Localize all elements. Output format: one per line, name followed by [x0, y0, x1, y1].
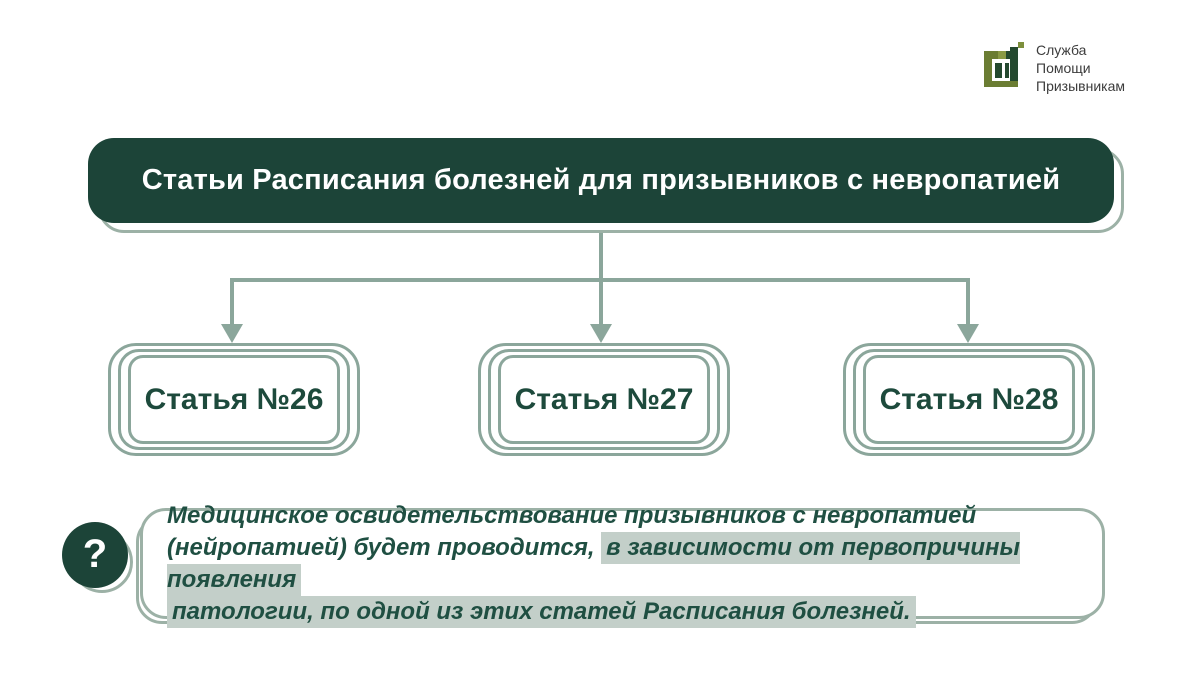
question-glyph: ?: [82, 531, 108, 576]
article-card-27: Статья №27: [478, 343, 730, 456]
connector-drop-left: [230, 278, 234, 324]
article-label: Статья №26: [144, 382, 324, 416]
article-card-border: Статья №27: [488, 349, 720, 450]
article-card-border: Статья №26: [118, 349, 350, 450]
arrow-down-icon: [590, 324, 612, 343]
connector-drop-middle: [599, 278, 603, 324]
article-label: Статья №27: [514, 382, 694, 416]
note-segment: Медицинское освидетельствование призывни…: [167, 501, 977, 529]
logo-text: Служба Помощи Призывникам: [1036, 42, 1125, 96]
logo-text-line: Служба: [1036, 42, 1087, 58]
note-segment: (нейропатией) будет проводится,: [167, 533, 602, 561]
arrow-down-icon: [221, 324, 243, 343]
header-banner: Статьи Расписания болезней для призывник…: [88, 138, 1114, 223]
logo-text-line: Призывникам: [1036, 77, 1125, 94]
note-text: Медицинское освидетельствование призывни…: [167, 500, 1078, 628]
article-card-inner: Статья №26: [128, 355, 340, 444]
article-label: Статья №28: [879, 382, 1059, 416]
article-card-28: Статья №28: [843, 343, 1095, 456]
note-segment-highlighted: патологии, по одной из этих статей Распи…: [167, 595, 916, 628]
question-mark-icon: ?: [62, 522, 128, 588]
article-card-inner: Статья №28: [863, 355, 1075, 444]
connector-drop-right: [966, 278, 970, 324]
page-title: Статьи Расписания болезней для призывник…: [141, 164, 1061, 196]
logo: Служба Помощи Призывникам: [984, 42, 1125, 96]
article-card-inner: Статья №27: [498, 355, 710, 444]
article-card-border: Статья №28: [853, 349, 1085, 450]
note-box: Медицинское освидетельствование призывни…: [140, 502, 1105, 628]
arrow-down-icon: [957, 324, 979, 343]
article-card-26: Статья №26: [108, 343, 360, 456]
logo-text-line: Помощи: [1036, 59, 1091, 76]
logo-building-icon: [984, 42, 1024, 95]
connector-stem: [599, 231, 603, 280]
